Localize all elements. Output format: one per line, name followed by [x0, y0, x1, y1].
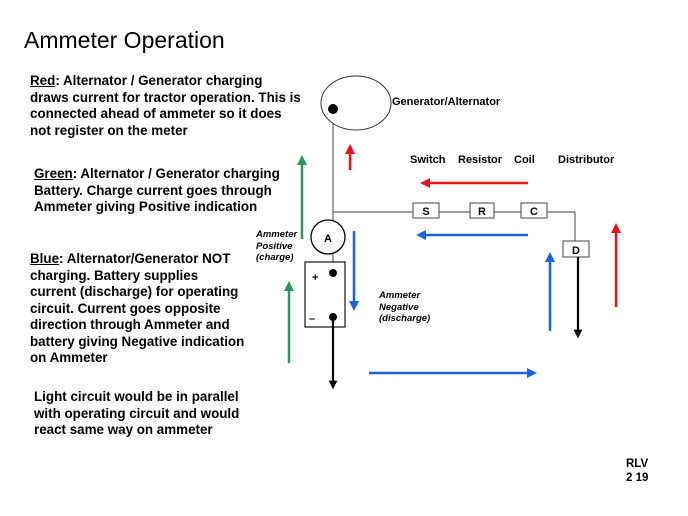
generator-terminal	[328, 104, 338, 114]
distributor-letter: D	[572, 245, 580, 257]
ammeter-positive-line1: Ammeter	[256, 229, 298, 240]
footer-line1: RLV	[626, 458, 649, 470]
ammeter-negative-line1: Ammeter	[379, 290, 421, 301]
blue-text: : Alternator/Generator NOT charging. Bat…	[30, 251, 245, 365]
battery-plus-sign: +	[312, 272, 318, 284]
ammeter-negative-label: Ammeter Negative (discharge)	[379, 290, 430, 325]
generator-symbol	[320, 75, 392, 131]
coil-label: Coil	[514, 154, 535, 166]
coil-letter: C	[530, 206, 538, 218]
green-explanation: Green: Alternator / Generator charging B…	[34, 166, 296, 216]
red-text: : Alternator / Generator charging draws …	[30, 73, 301, 138]
resistor-label: Resistor	[458, 154, 503, 166]
battery-minus-sign: –	[309, 313, 315, 325]
light-circuit-note: Light circuit would be in parallel with …	[34, 389, 240, 437]
ammeter-positive-line2: Positive	[256, 240, 293, 252]
ammeter-negative-line3: (discharge)	[379, 313, 431, 324]
ammeter-symbol	[310, 219, 346, 255]
distributor-label: Distributor	[558, 154, 615, 166]
green-text: : Alternator / Generator charging Batter…	[34, 166, 280, 214]
ammeter-negative-line2: Negative	[379, 301, 419, 313]
generator-label: Generator/Alternator	[392, 96, 501, 108]
ammeter-positive-label: Ammeter Positive (charge)	[256, 229, 297, 264]
distributor-box	[562, 240, 590, 258]
ammeter-positive-line3: (charge)	[256, 252, 294, 263]
battery-negative-terminal	[329, 313, 337, 321]
red-explanation: Red: Alternator / Generator charging dra…	[30, 73, 302, 139]
page-title: Ammeter Operation	[24, 27, 225, 53]
switch-label: Switch	[410, 154, 446, 166]
blue-explanation: Blue: Alternator/Generator NOT charging.…	[30, 251, 245, 367]
coil-box	[520, 202, 548, 219]
resistor-letter: R	[478, 206, 486, 218]
ammeter-letter: A	[324, 233, 332, 245]
red-key: Red	[30, 73, 56, 88]
footer-code: RLV 2 19	[626, 457, 648, 485]
switch-letter: S	[422, 206, 429, 218]
blue-key: Blue	[30, 251, 60, 266]
circuit-wires	[332, 109, 576, 262]
resistor-box	[469, 202, 495, 219]
switch-box	[412, 202, 440, 219]
green-key: Green	[34, 166, 73, 181]
footer-line2: 2 19	[626, 472, 649, 484]
battery-symbol	[304, 261, 346, 328]
battery-positive-terminal	[329, 269, 337, 277]
